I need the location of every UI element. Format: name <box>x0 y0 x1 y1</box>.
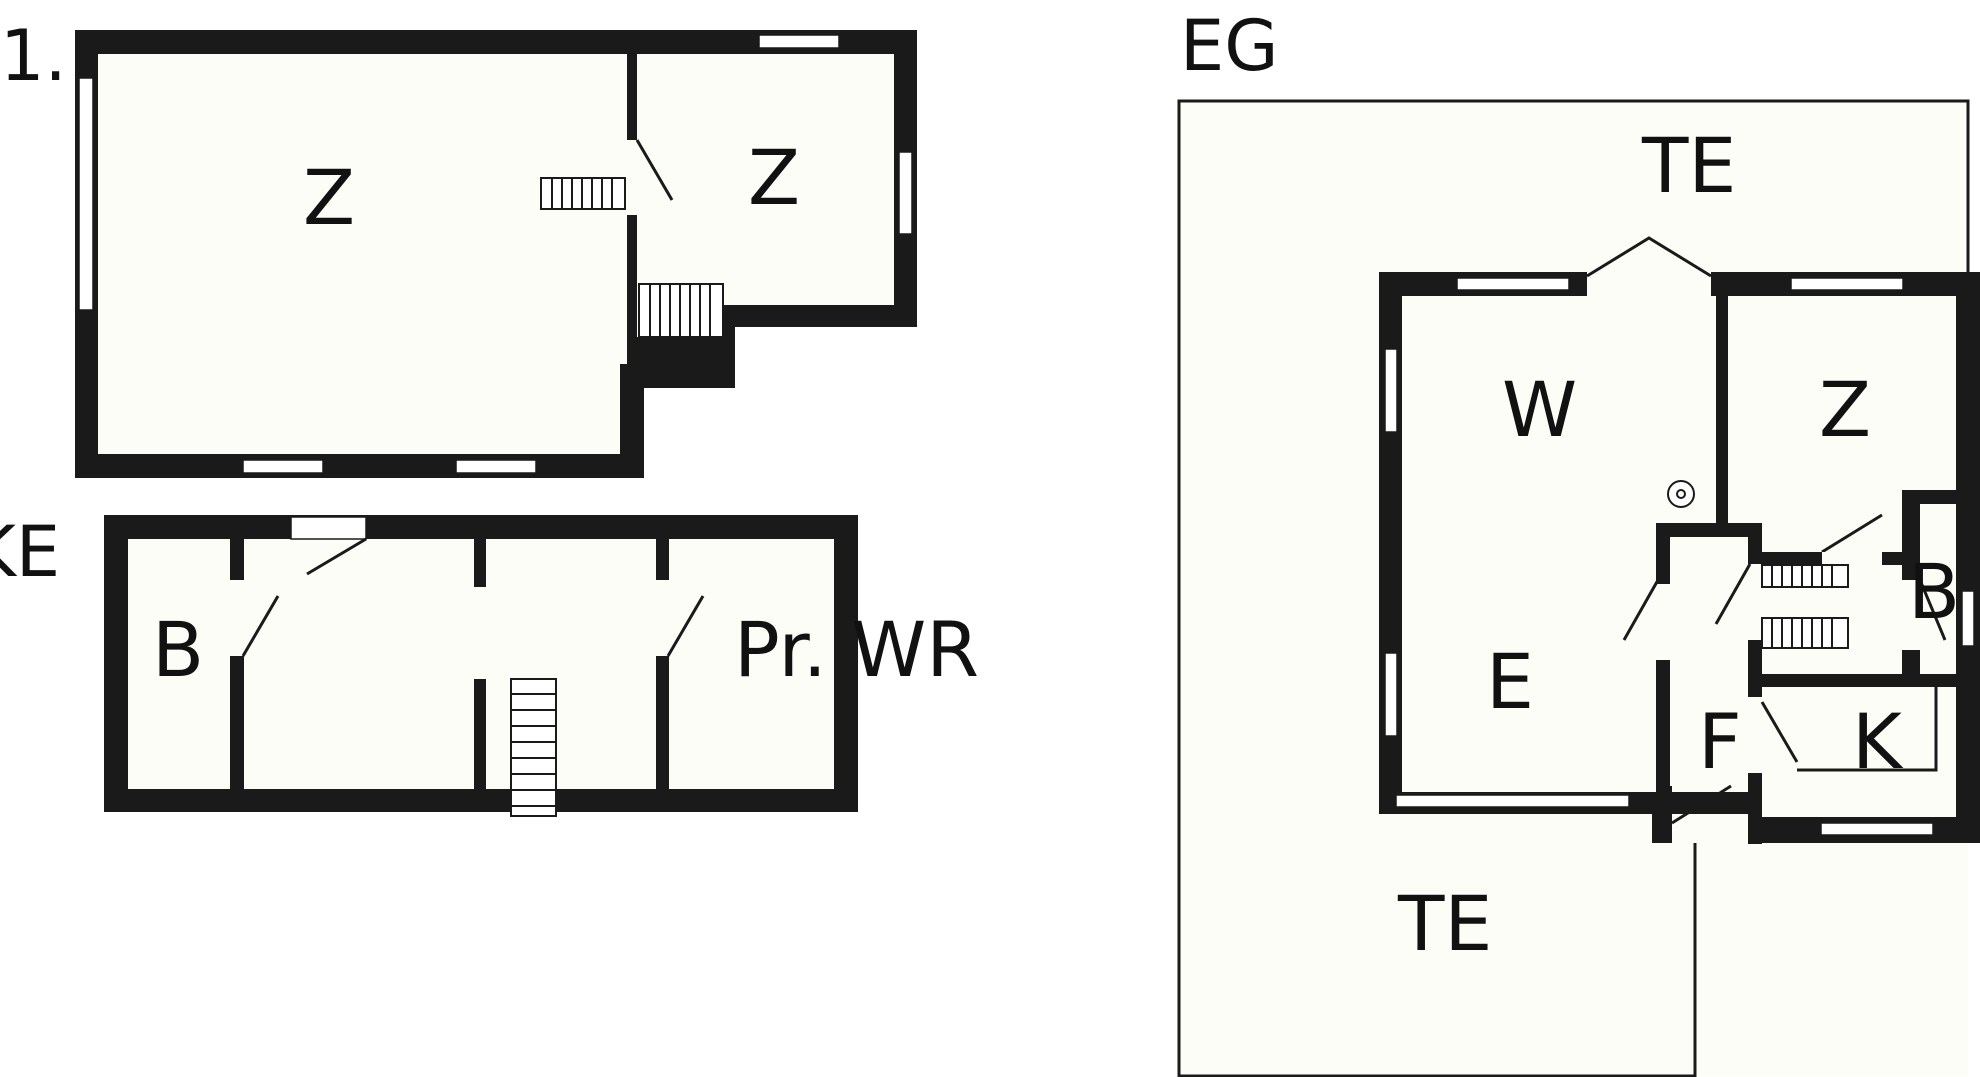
ground-window-bottom-1 <box>1395 794 1630 808</box>
upper-window-bottom-2 <box>455 459 537 474</box>
ground-entry-bay <box>1586 236 1712 278</box>
basement-door-b-gap <box>230 580 244 656</box>
upper-room-z-large <box>98 54 627 454</box>
ground-room-b-label: B <box>1908 547 1960 636</box>
ground-kitchen-top-wall <box>1762 674 1956 687</box>
basement-door-b-swing <box>241 595 280 657</box>
upper-window-right <box>898 151 913 235</box>
upper-door-swing <box>635 139 674 201</box>
basement-partition-mid-bottom <box>474 679 486 789</box>
upper-window-left <box>78 77 94 311</box>
ground-window-top-2 <box>1790 277 1904 291</box>
ground-door-stair-gap <box>1748 564 1762 640</box>
basement-entry-door-swing <box>306 537 367 576</box>
ground-door-z-gap <box>1822 552 1882 565</box>
ground-door-z-swing <box>1821 513 1883 554</box>
upper-door-gap <box>627 140 639 215</box>
ground-room-te-bottom-label: TE <box>1397 879 1492 968</box>
upper-step-wall <box>620 364 644 478</box>
ground-door-e-swing <box>1622 579 1660 641</box>
ground-door-e-gap <box>1656 584 1670 660</box>
ground-floor-plan: EG <box>1177 5 1980 1077</box>
ground-bath-top-wall <box>1902 490 1956 504</box>
upper-floor-plan: 1. <box>0 15 917 478</box>
ground-stairs-upper <box>1761 564 1849 588</box>
basement-partition-b <box>230 539 244 789</box>
ground-floor-label: EG <box>1180 5 1278 87</box>
upper-outer-wall <box>75 30 917 478</box>
ground-window-left-2 <box>1384 652 1398 737</box>
basement-entry-door <box>290 516 367 540</box>
ground-window-right <box>1961 590 1975 647</box>
upper-landing-wall <box>637 337 712 364</box>
ground-door-stair-swing <box>1714 563 1752 625</box>
ground-room-w-label: W <box>1502 365 1577 454</box>
ground-bath-area <box>1920 504 1956 674</box>
ground-room-te-top-label: TE <box>1641 121 1736 210</box>
basement-partition-wr <box>656 539 669 789</box>
basement-floor-label: KE <box>0 511 60 593</box>
ground-stairs-lower <box>1761 617 1849 649</box>
basement-stairs <box>510 678 557 817</box>
ground-hall-top-wall <box>1656 523 1759 537</box>
basement-door-wr-gap <box>656 580 669 656</box>
terrace-outline <box>1177 99 1970 1077</box>
upper-window-top <box>758 34 840 49</box>
basement-room-pr-wr-label: Pr. WR <box>734 605 979 694</box>
ground-room-f-label: F <box>1698 697 1742 786</box>
ground-kitchen-counter <box>1797 687 1938 772</box>
ground-door-b-gap <box>1902 580 1920 650</box>
ground-room-e-label: E <box>1486 637 1534 726</box>
basement-door-wr-swing <box>666 595 705 657</box>
ground-room-z-label: Z <box>1819 365 1871 454</box>
ground-door-b-swing <box>1918 579 1947 641</box>
upper-stairs-landing <box>638 283 724 338</box>
ground-entry-gap <box>1587 272 1711 297</box>
upper-room-z-small-label: Z <box>748 133 800 222</box>
upper-window-bottom-1 <box>242 459 324 474</box>
basement-room-b-label: B <box>152 605 204 694</box>
ground-partition-wz <box>1716 296 1728 525</box>
ground-window-left-1 <box>1384 348 1398 433</box>
upper-floor-label: 1. <box>0 15 67 97</box>
ground-hall-bottom-stub <box>1656 786 1672 843</box>
ground-door-k-swing <box>1760 701 1799 763</box>
basement-partition-mid-top <box>474 539 486 587</box>
upper-stairs-horizontal <box>540 177 626 210</box>
ground-door-front-swing <box>1671 784 1732 825</box>
ground-door-front-gap <box>1672 814 1748 843</box>
ground-hall-area <box>1670 537 1748 786</box>
upper-room-z-small <box>637 54 894 305</box>
ground-kitchen-area <box>1762 687 1956 817</box>
ground-window-bottom-2 <box>1820 822 1934 836</box>
stove-symbol <box>1667 480 1695 508</box>
ground-door-k-gap <box>1748 697 1762 773</box>
upper-room-z-large-label: Z <box>303 153 355 242</box>
basement-floor-plan: KE B Pr. WR <box>0 511 979 817</box>
ground-room-k-label: K <box>1852 697 1904 786</box>
ground-window-top-1 <box>1456 277 1570 291</box>
